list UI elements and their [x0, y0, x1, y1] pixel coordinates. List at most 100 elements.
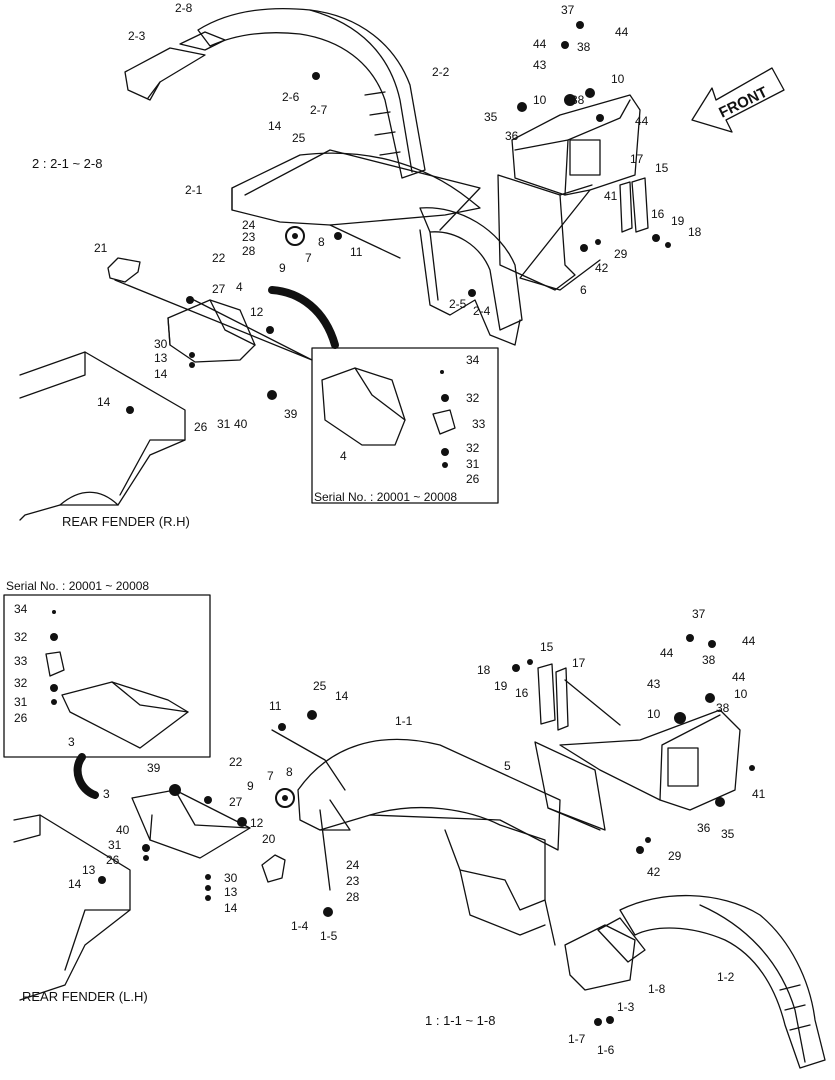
fastener-dot: [441, 448, 449, 456]
callout: 26: [194, 420, 208, 434]
part-3-bracket: [131, 789, 251, 859]
callout: 38: [571, 93, 585, 107]
fastener-dot: [267, 390, 277, 400]
fastener-dot: [665, 242, 671, 248]
part-2-1-fender: [231, 152, 481, 226]
fastener-dot: [50, 633, 58, 641]
callout: 10: [611, 72, 625, 86]
callout: 7: [305, 251, 312, 265]
callout: 44: [615, 25, 629, 39]
callout-arrow-top: [268, 286, 339, 349]
fastener-dot: [576, 21, 584, 29]
fastener-dot: [596, 114, 604, 122]
callout: 44: [533, 37, 547, 51]
front-arrow: [691, 67, 785, 133]
callout: 30: [154, 337, 168, 351]
fastener-dot: [440, 370, 444, 374]
callout: 41: [752, 787, 766, 801]
callout: 15: [655, 161, 669, 175]
fastener-dot: [468, 289, 476, 297]
callout-arrow-bottom: [73, 753, 99, 799]
part-17-plate: [619, 181, 633, 233]
fastener-dot: [564, 94, 576, 106]
fastener-dot: [594, 1018, 602, 1026]
callout: 2-3: [128, 29, 146, 43]
part-4-bracket: [167, 299, 256, 363]
callout: 2-6: [282, 90, 300, 104]
part-1-2-fender: [619, 894, 826, 1069]
callout: 1-1: [395, 714, 413, 728]
callout: 23: [346, 874, 360, 888]
callout: 33: [14, 654, 28, 668]
callout: 14: [268, 119, 282, 133]
callout: 1-5: [320, 929, 338, 943]
fastener-dot: [204, 796, 212, 804]
callout: 13: [154, 351, 168, 365]
part-2-3-cover: [124, 47, 206, 101]
callout: 14: [68, 877, 82, 891]
callout: 2-8: [175, 1, 193, 15]
fastener-dot: [442, 462, 448, 468]
callout: 10: [533, 93, 547, 107]
callout: 25: [313, 679, 327, 693]
fastener-dot: [52, 610, 56, 614]
callout: 18: [688, 225, 702, 239]
callout: 2-7: [310, 103, 328, 117]
callout: 8: [318, 235, 325, 249]
fastener-dot: [205, 895, 211, 901]
fastener-dot: [266, 326, 274, 334]
callout: 4: [236, 280, 243, 294]
callout: 29: [668, 849, 682, 863]
callout: 3: [68, 735, 75, 749]
callout: 1-6: [597, 1043, 615, 1057]
fastener-dot: [98, 876, 106, 884]
callout: 37: [561, 3, 575, 17]
fastener-dot: [142, 844, 150, 852]
rear-fender-rh-frame: [19, 351, 186, 521]
callout: 17: [630, 152, 644, 166]
callout: 2-1: [185, 183, 203, 197]
callout: 31: [14, 695, 28, 709]
rear-fender-lh-title: REAR FENDER (L.H): [22, 989, 148, 1004]
fastener-dot: [282, 795, 288, 801]
callout: 16: [651, 207, 665, 221]
callout: 1-4: [291, 919, 309, 933]
callout: 31: [466, 457, 480, 471]
callout: 26: [14, 711, 28, 725]
callout: 31: [108, 838, 122, 852]
callout: 19: [494, 679, 508, 693]
fastener-dot: [652, 234, 660, 242]
callout: 44: [635, 114, 649, 128]
callout: 42: [595, 261, 609, 275]
fastener-dot: [527, 659, 533, 665]
callout: 17: [572, 656, 586, 670]
serial-number-bottom: Serial No. : 20001 ~ 20008: [6, 579, 149, 593]
fastener-dot: [205, 885, 211, 891]
callout: 27: [212, 282, 226, 296]
callout: 13: [82, 863, 96, 877]
callout: 43: [533, 58, 547, 72]
fastener-dot: [205, 874, 211, 880]
fastener-dot: [169, 784, 181, 796]
callout: 28: [346, 890, 360, 904]
callout: 14: [97, 395, 111, 409]
callout: 9: [247, 779, 254, 793]
callout: 10: [734, 687, 748, 701]
fastener-dot: [278, 723, 286, 731]
fastener-dot: [189, 352, 195, 358]
callout: 26: [106, 853, 120, 867]
part-15-plate: [631, 177, 649, 233]
fastener-dot: [580, 244, 588, 252]
front-direction-label: FRONT: [716, 84, 770, 122]
callout: 9: [279, 261, 286, 275]
serial-box-bottom: [3, 594, 211, 758]
fastener-dot: [292, 233, 298, 239]
callout: 38: [702, 653, 716, 667]
callout: 44: [742, 634, 756, 648]
callout: 26: [466, 472, 480, 486]
fastener-dot: [143, 855, 149, 861]
callout: 40: [116, 823, 130, 837]
callout: 14: [335, 689, 349, 703]
callout: 13: [224, 885, 238, 899]
callout: 35: [484, 110, 498, 124]
